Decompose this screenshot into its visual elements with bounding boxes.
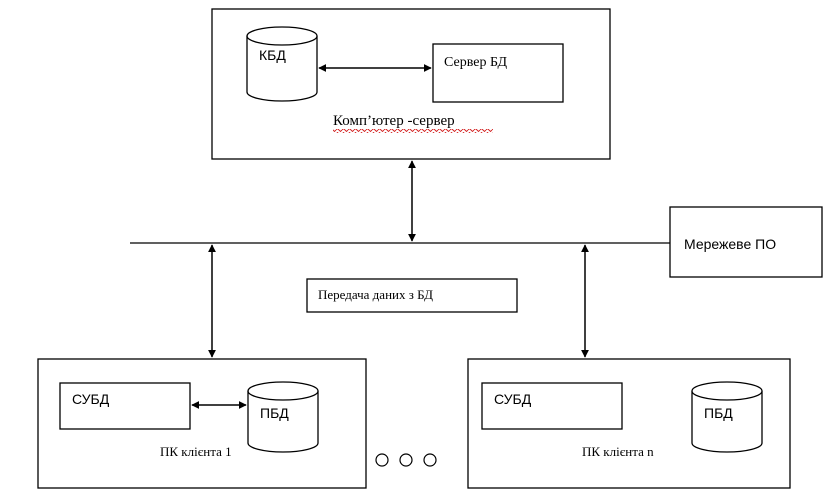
db-server-label: Сервер БД: [444, 55, 507, 70]
data-transfer-box: [306, 278, 518, 313]
network-software-box: [669, 206, 823, 278]
clientn-pbd-label: ПБД: [704, 405, 733, 421]
client1-caption: ПК клієнта 1: [160, 444, 232, 459]
data-transfer-label: Передача даних з БД: [318, 287, 433, 302]
spellcheck-underline: [333, 129, 493, 133]
clientn-dbms-label: СУБД: [494, 391, 532, 407]
client1-pbd-database-icon: [247, 381, 319, 453]
kbd-label: КБД: [259, 47, 286, 63]
client1-computer-box: [37, 358, 367, 489]
clientn-dbms-box: [481, 382, 623, 430]
db-server-box: [432, 43, 564, 103]
ellipsis-circles-icon: [375, 453, 437, 467]
kbd-database-icon: [246, 26, 318, 102]
server-caption: Комп’ютер -сервер: [333, 113, 455, 129]
client1-dbms-label: СУБД: [72, 391, 110, 407]
clientn-pbd-database-icon: [691, 381, 763, 453]
client1-dbms-box: [59, 382, 191, 430]
client1-pbd-label: ПБД: [260, 405, 289, 421]
clientn-caption: ПК клієнта n: [582, 444, 654, 459]
clientn-computer-box: [467, 358, 791, 489]
network-software-label: Мережеве ПО: [684, 236, 776, 252]
server-computer-box: [211, 8, 611, 160]
